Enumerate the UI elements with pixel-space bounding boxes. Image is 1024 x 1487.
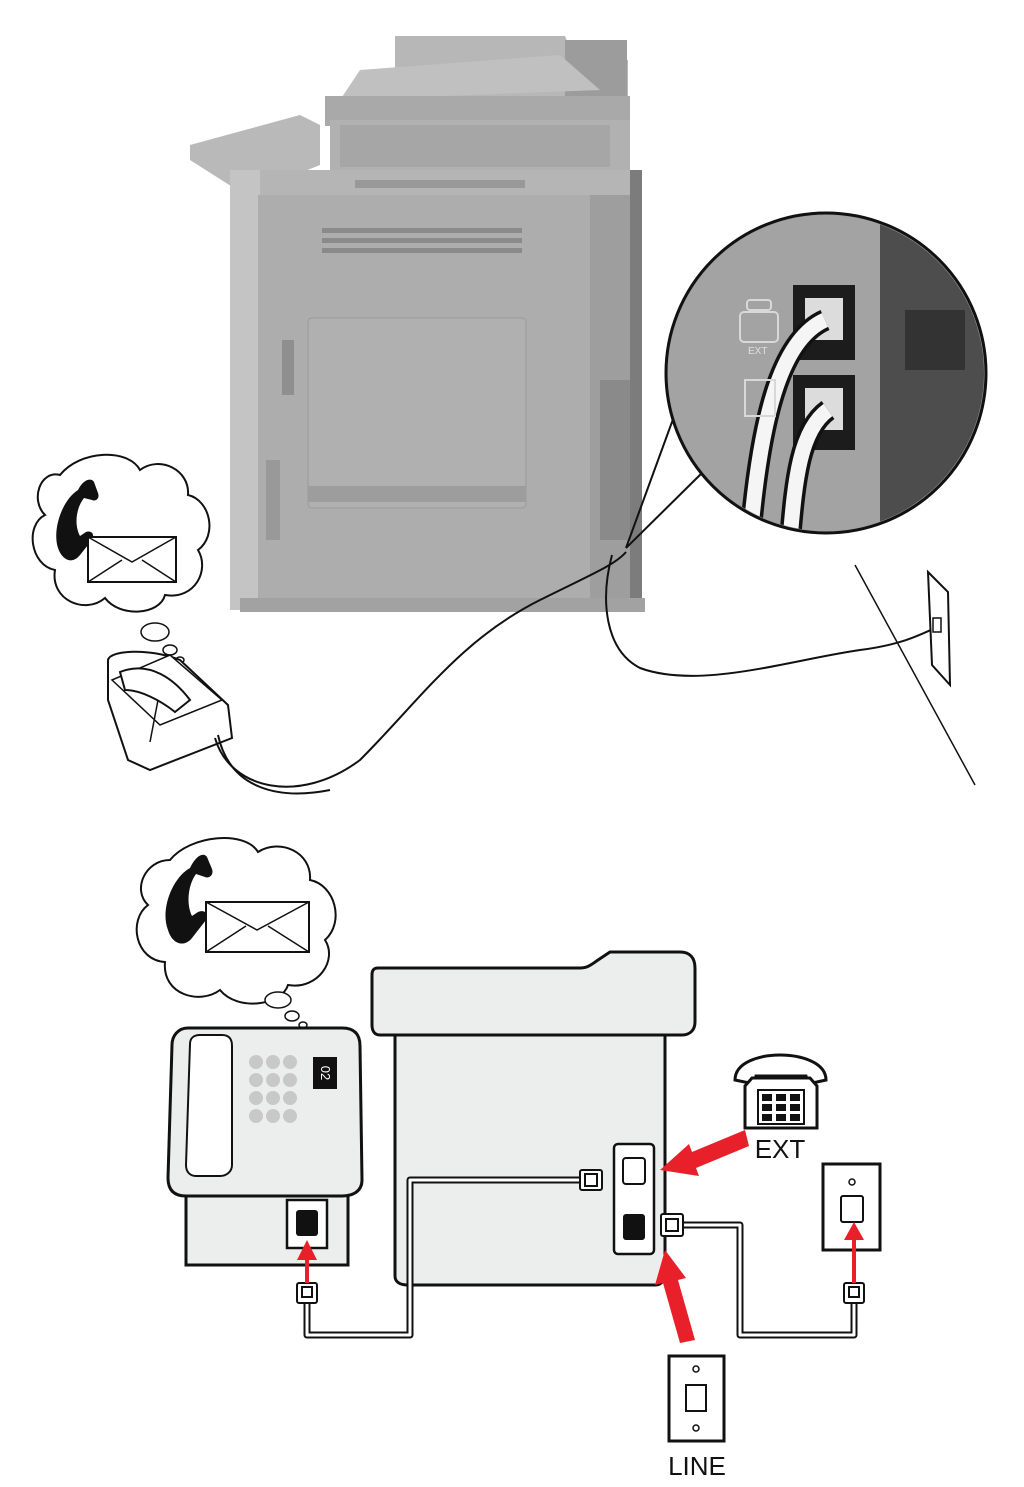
arrow-to-wall-jack (844, 1222, 864, 1283)
bottom-phone-cables (303, 1176, 858, 1339)
arrow-to-line-port (655, 1250, 695, 1343)
ext-label: EXT (755, 1134, 806, 1164)
port-closeup-callout: EXT (625, 211, 988, 549)
phone-envelope-bubble-icon (31, 453, 211, 664)
arrow-to-ext-port (660, 1130, 749, 1176)
connection-arrows (297, 1130, 864, 1343)
fax-badge-label: 02 (318, 1066, 333, 1080)
line-label: LINE (668, 1451, 726, 1481)
mfp-printer-illustration (190, 36, 645, 612)
answering-machine-illustration (107, 650, 331, 795)
ext-port-icon: EXT (739, 299, 779, 357)
printer-device (370, 950, 697, 1287)
phone-envelope-bubble-icon (135, 837, 337, 1029)
line-jack-icon (667, 1354, 726, 1443)
arrow-to-fax-port (297, 1240, 317, 1283)
wall-jack-icon (854, 564, 976, 786)
top-phone-cables (214, 551, 936, 788)
telephone-icon (733, 1053, 828, 1130)
ext-port-label: EXT (748, 346, 767, 357)
fax-machine-device: 02 (166, 1026, 364, 1267)
